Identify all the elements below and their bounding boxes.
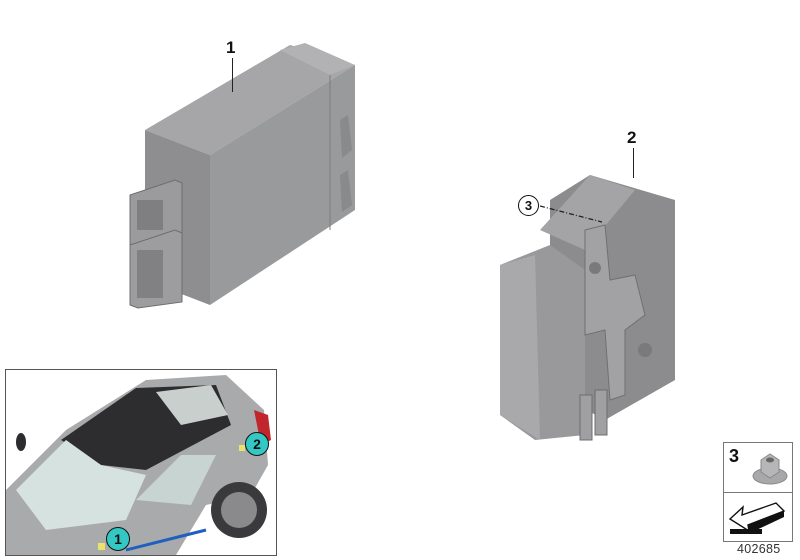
callout-part-1[interactable]: 1 [226,38,236,57]
hex-collar-nut-icon [752,453,788,485]
part-2-illustration[interactable] [495,170,695,445]
legend-item-number: 3 [729,446,740,466]
control-unit-2-icon [500,175,675,441]
vehicle-illustration-icon [6,375,271,555]
location-marker-1[interactable]: 1 [106,527,130,551]
leader-line-part-2 [633,148,635,178]
leader-line-part-3 [540,205,603,223]
direction-arrow-icon [728,502,786,534]
vehicle-location-inset: 1 2 [5,369,277,556]
control-unit-1-icon [129,43,355,309]
location-marker-2[interactable]: 2 [245,432,269,456]
diagram-id: 402685 [737,542,781,556]
legend-part-3-box: 3 [723,442,793,494]
callout-part-2[interactable]: 2 [627,128,637,147]
legend-arrow-box [723,492,793,542]
callout-part-3[interactable]: 3 [518,195,539,216]
leader-line-part-1 [232,58,234,92]
part-1-illustration[interactable] [120,40,380,310]
